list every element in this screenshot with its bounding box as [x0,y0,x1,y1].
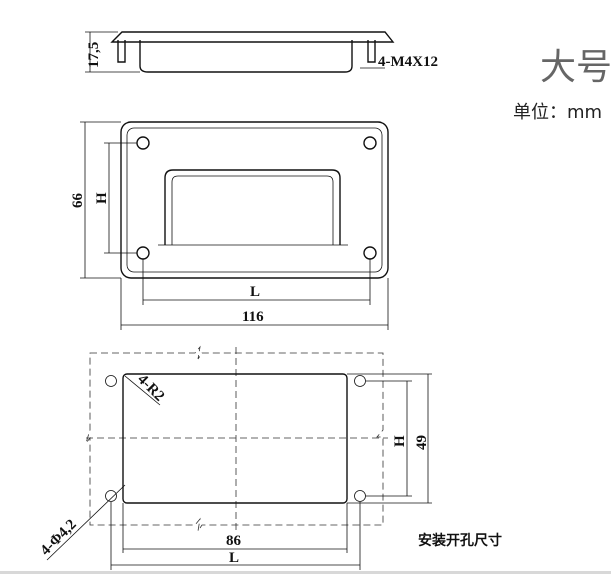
cutout-caption: 安装开孔尺寸 [418,533,502,549]
screw-note: 4-M4X12 [378,54,438,70]
cutout-height-dim: 49 [414,435,430,450]
front-hole-height: H [94,192,110,204]
front-width-dim: 116 [242,309,264,325]
side-height-dim: 17,5 [86,42,102,68]
divider [0,571,611,574]
front-height-dim: 66 [70,193,86,209]
model-title: 大号 [540,47,611,88]
cutout-width-dim: 86 [226,533,242,549]
front-view: 66 H L 116 [70,121,389,330]
hole-diameter-note: 4-Φ4,2 [38,517,80,559]
cutout-hole-length: L [229,550,239,566]
cutout-view: 4-R2 4-Φ4,2 H 49 86 L [38,345,432,570]
front-hole-length: L [250,284,260,300]
unit-label: 单位：mm [513,102,603,123]
cutout-hole-height: H [392,435,408,447]
side-view: 17,5 4-M4X12 [85,31,438,73]
